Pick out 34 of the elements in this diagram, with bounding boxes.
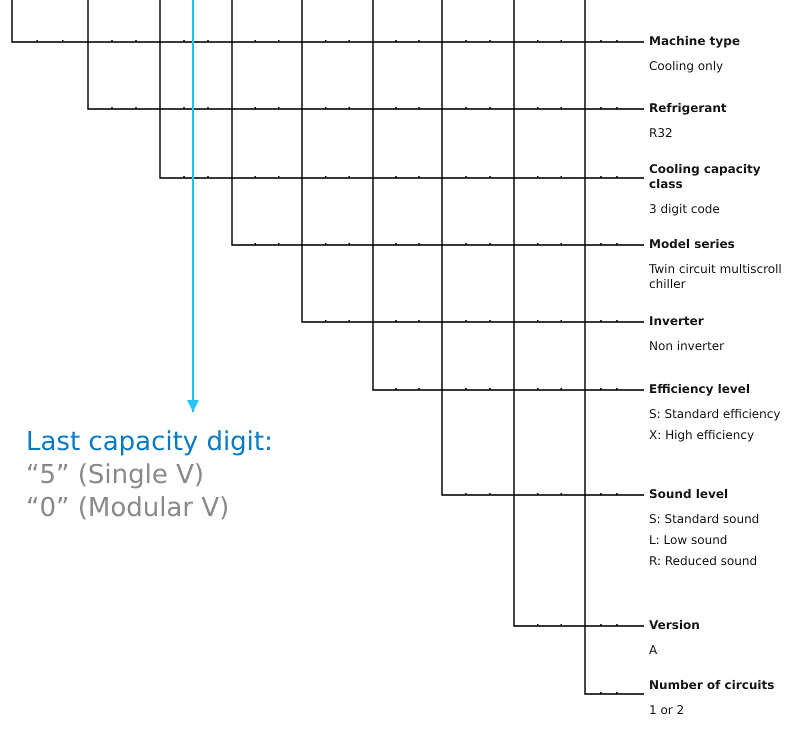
field-value: X: High efficiency: [649, 428, 756, 443]
note-line: “0” (Modular V): [26, 492, 230, 525]
field-value: Non inverter: [649, 339, 726, 354]
field-value: L: Low sound: [649, 533, 728, 548]
field-heading: Efficiency level: [649, 382, 751, 397]
connector-line: [584, 0, 644, 695]
arrow: [187, 0, 199, 412]
field-value: A: [649, 643, 658, 658]
connector-line: [301, 0, 644, 323]
connector-line: [87, 0, 644, 110]
field-heading: Cooling capacity class: [649, 162, 762, 192]
field-value: R: Reduced sound: [649, 554, 758, 569]
note-heading: Last capacity digit:: [26, 426, 274, 459]
connector-line: [513, 0, 644, 627]
connector-line: [11, 0, 644, 43]
field-value: 1 or 2: [649, 703, 686, 718]
field-heading: Inverter: [649, 314, 705, 329]
field-heading: Refrigerant: [649, 101, 728, 116]
field-value: S: Standard sound: [649, 512, 760, 527]
field-value: Cooling only: [649, 59, 724, 74]
field-heading: Machine type: [649, 34, 741, 49]
connector-line: [441, 0, 644, 496]
field-value: Twin circuit multiscroll chiller: [649, 262, 783, 292]
connector-line: [159, 0, 644, 179]
field-value: 3 digit code: [649, 202, 721, 217]
field-heading: Sound level: [649, 487, 730, 502]
field-heading: Model series: [649, 237, 736, 252]
connector-line: [372, 0, 644, 391]
field-value: S: Standard efficiency: [649, 407, 782, 422]
note-line: “5” (Single V): [26, 459, 206, 492]
field-value: R32: [649, 126, 674, 141]
field-heading: Version: [649, 618, 701, 633]
connector-line: [231, 0, 644, 246]
field-heading: Number of circuits: [649, 678, 776, 693]
